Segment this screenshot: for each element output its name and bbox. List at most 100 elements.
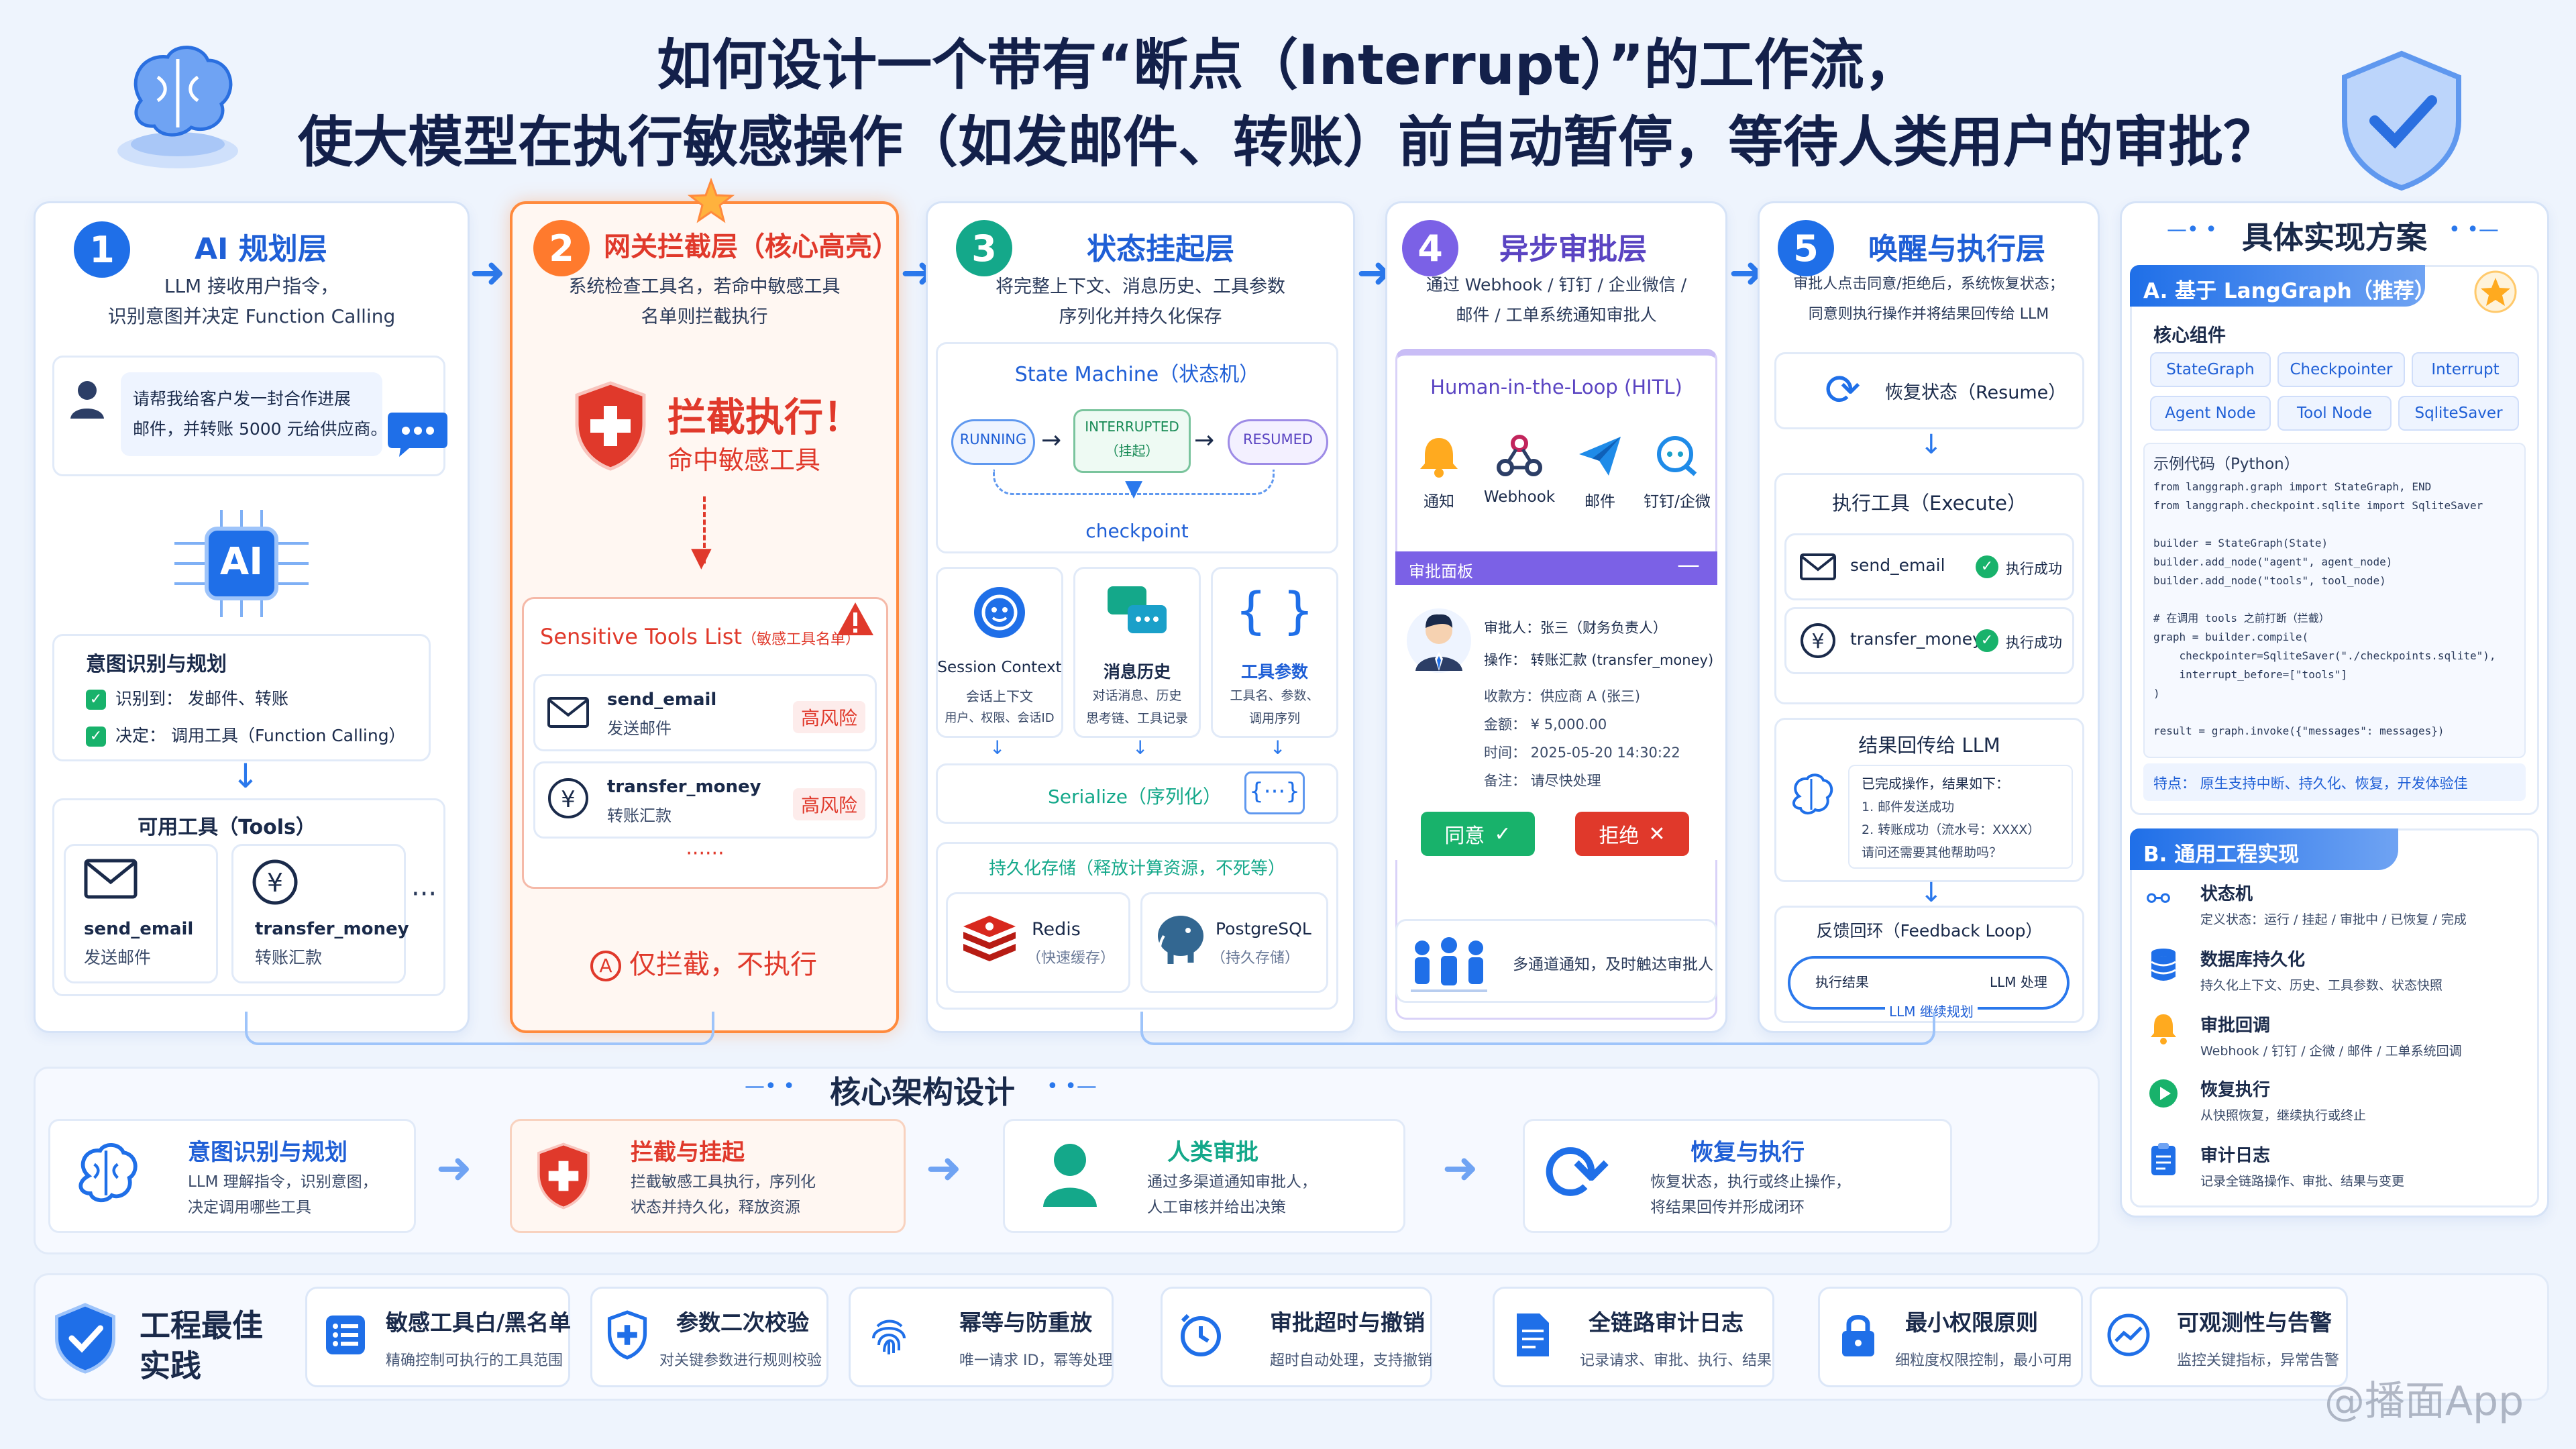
impl-title: 具体实现方案 [2242, 219, 2427, 256]
best-item-desc: 记录请求、审批、执行、结果 [1580, 1352, 1772, 1369]
state-arrow: → [1041, 427, 1062, 454]
component-tag: SqliteSaver [2398, 396, 2519, 431]
approval-op: 操作： 转账汇款 (transfer_money) [1484, 652, 1714, 668]
code-line [2153, 515, 2522, 534]
code-line: from langgraph.checkpoint.sqlite import … [2153, 499, 2483, 512]
intent-box [52, 634, 431, 761]
approval-panel-title: 审批面板 [1409, 562, 1473, 581]
arch-item-desc2: 状态并持久化，释放资源 [631, 1199, 800, 1216]
stop-circle-icon: A [590, 951, 621, 981]
postgresql-name: PostgreSQL [1216, 919, 1311, 938]
tool2-name: transfer_money [255, 919, 409, 939]
code-line: graph = builder.compile( [2153, 631, 2309, 643]
b-item-title: 审批回调 [2200, 1016, 2271, 1036]
result-line3: 2. 转账成功（流水号：XXXX） [1862, 822, 2041, 837]
channel-email: 邮件 [1585, 493, 1615, 511]
message-history-desc1: 对话消息、历史 [1092, 688, 1182, 703]
layer4-title: 异步审批层 [1499, 232, 1647, 266]
code-line: result = graph.invoke({"messages": messa… [2153, 724, 2445, 737]
layer3-desc2: 序列化并持久化保存 [1059, 307, 1222, 327]
b-item-title: 数据库持久化 [2200, 950, 2306, 970]
serialize-braces-icon: {···} [1244, 771, 1305, 814]
block-arrow-head: ▼ [691, 542, 712, 573]
best-title-line2: 实践 [140, 1348, 201, 1384]
brain-icon [1784, 768, 1838, 822]
tool-params-desc2: 调用序列 [1248, 711, 1300, 726]
down-arrows: ↓ [1132, 737, 1148, 759]
best-item [1161, 1287, 1432, 1387]
tool1-name: send_email [84, 919, 194, 939]
arch-item-desc1: LLM 理解指令，识别意图， [188, 1173, 378, 1191]
svg-text:¥: ¥ [561, 786, 576, 813]
state-machine-title: State Machine（状态机） [1014, 363, 1260, 386]
approver-avatar [1405, 604, 1472, 678]
sensitive-item2-desc: 转账汇款 [607, 806, 672, 825]
sensitive-item1-name: send_email [607, 690, 717, 710]
arch-item-desc1: 拦截敏感工具执行，序列化 [631, 1173, 816, 1191]
feedback-loop-title: 反馈回环（Feedback Loop） [1816, 921, 2043, 941]
mail-icon [545, 692, 592, 733]
shield-plus-icon [570, 379, 651, 473]
chat-history-icon [1104, 582, 1171, 643]
webhook-icon [1493, 429, 1546, 483]
redis-sub: （快速缓存） [1026, 950, 1116, 967]
best-item-desc: 唯一请求 ID，幂等处理 [959, 1352, 1113, 1369]
approver: 审批人：张三（财务负责人） [1484, 620, 1667, 636]
minimize-icon[interactable]: — [1677, 551, 1700, 578]
user-avatar-icon [64, 376, 111, 423]
best-item-title: 敏感工具白/黑名单 [386, 1309, 572, 1336]
reject-button[interactable]: 拒绝✕ [1575, 812, 1689, 856]
b-item-desc: Webhook / 钉钉 / 企微 / 邮件 / 工单系统回调 [2200, 1044, 2462, 1059]
tool-send-email[interactable] [64, 844, 218, 983]
svg-text:¥: ¥ [1811, 630, 1824, 653]
block-dashed-line [703, 496, 706, 564]
refresh-icon: ⟳ [1825, 366, 1861, 415]
code-line: interrupt_before=["tools"] [2153, 668, 2347, 681]
loop-step-result: 执行结果 [1811, 971, 1873, 991]
arch-item-resume [1523, 1119, 1952, 1233]
chart-gauge-icon [2102, 1308, 2155, 1362]
component-tag: Tool Node [2277, 396, 2392, 431]
code-line: builder = StateGraph(State) [2153, 537, 2328, 549]
code-line: builder.add_node("agent", agent_node) [2153, 555, 2393, 568]
approve-button[interactable]: 同意✓ [1421, 812, 1535, 856]
tool-params-box [1211, 567, 1338, 738]
b-item-title: 状态机 [2200, 884, 2253, 904]
mail-icon [80, 855, 141, 902]
best-item-title: 可观测性与告警 [2177, 1309, 2332, 1336]
shield-check-logo-icon [2321, 40, 2482, 201]
send-plane-icon [1573, 429, 1627, 483]
result-back-title: 结果回传给 LLM [1858, 734, 2000, 757]
down-arrow: ↓ [1920, 877, 1943, 908]
result-line1: 已完成操作，结果如下： [1862, 775, 2009, 792]
best-item-desc: 监控关键指标，异常告警 [2177, 1352, 2340, 1369]
impl-b-header [2130, 828, 2398, 870]
arch-item-title: 恢复与执行 [1690, 1139, 1805, 1166]
arch-item-intent [48, 1119, 416, 1233]
check-circle-icon: ✓ [1976, 555, 1998, 578]
code-line: from langgraph.graph import StateGraph, … [2153, 480, 2432, 493]
component-tag: Interrupt [2412, 352, 2519, 387]
close-icon: ✕ [1648, 822, 1666, 846]
session-context-desc1: 会话上下文 [966, 688, 1033, 704]
clock-icon [1174, 1308, 1228, 1362]
bell-icon [2147, 1010, 2180, 1047]
code-line [2153, 703, 2522, 722]
redis-icon [956, 906, 1023, 973]
down-arrow: ↓ [1920, 429, 1943, 460]
intent-item-2: ✓决定： 调用工具（Function Calling） [86, 722, 406, 747]
brain-icon [66, 1134, 146, 1214]
channel-dingtalk: 钉钉/企微 [1644, 493, 1711, 511]
down-arrows: ↓ [989, 737, 1006, 759]
user-chat-bubble [121, 372, 382, 456]
arch-arrow: ➜ [1442, 1144, 1479, 1193]
yen-coin-icon: ¥ [1798, 621, 1838, 661]
approval-panel-header [1395, 551, 1717, 585]
best-title-line1: 工程最佳 [140, 1307, 263, 1344]
postgresql-sub: （持久存储） [1211, 950, 1300, 967]
shield-plus-icon [600, 1308, 654, 1362]
best-item-title: 最小权限原则 [1905, 1309, 2038, 1336]
loop-step-plan: LLM 继续规划 [1885, 1001, 1978, 1020]
layer5-desc2: 同意则执行操作并将结果回传给 LLM [1808, 306, 2049, 323]
